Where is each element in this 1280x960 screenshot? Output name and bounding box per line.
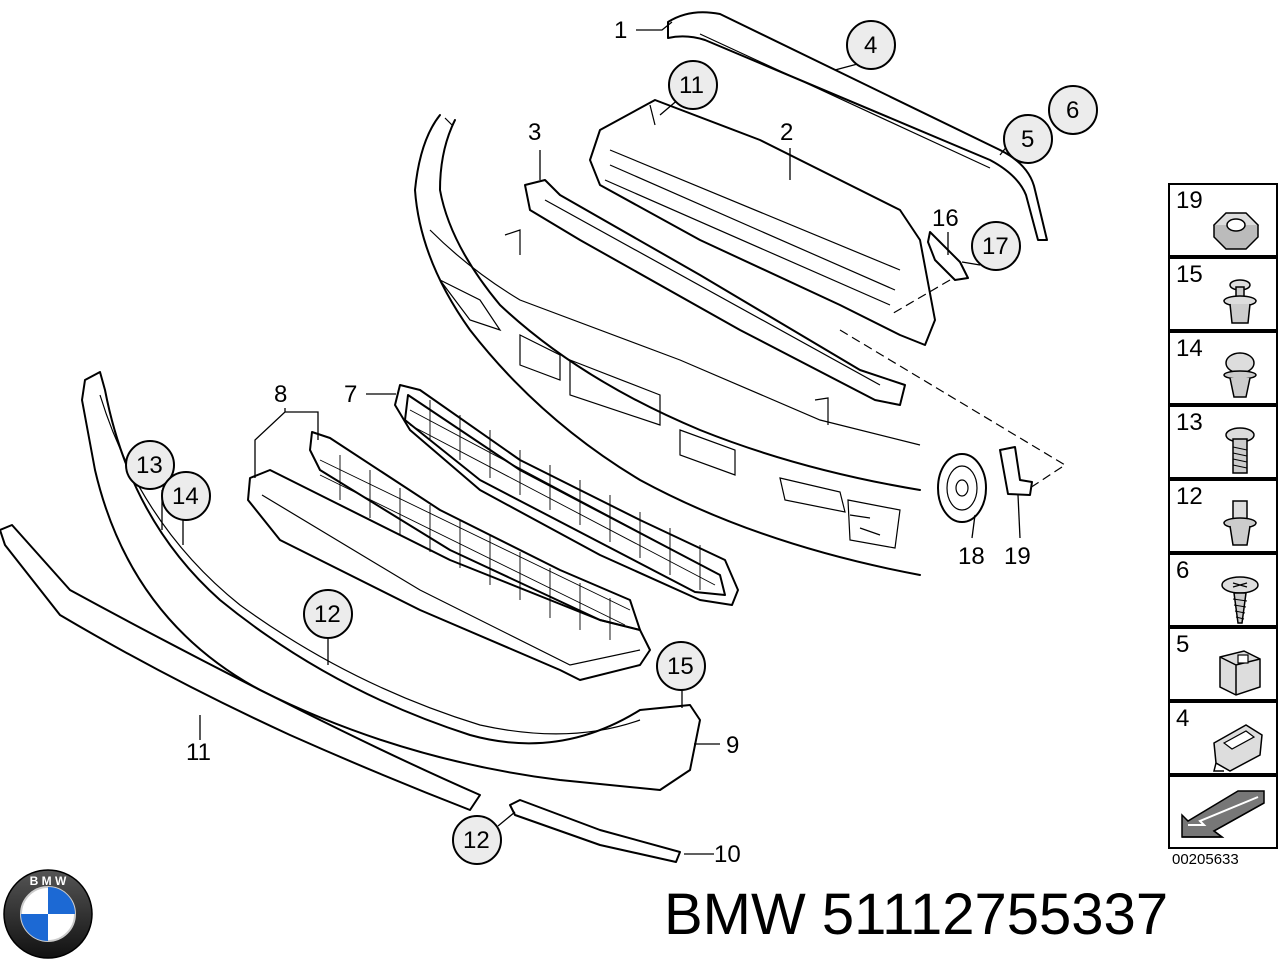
legend-item-arrow bbox=[1168, 775, 1278, 849]
callout-circle-6 bbox=[1048, 85, 1098, 135]
part-bracket-17 bbox=[999, 446, 1033, 496]
drawing-number: 00205633 bbox=[1172, 851, 1239, 868]
legend-number: 5 bbox=[1176, 631, 1190, 658]
part-badge-16 bbox=[937, 453, 987, 523]
expanding-rivet-icon bbox=[1223, 500, 1257, 546]
part-grille-upper bbox=[394, 384, 739, 606]
legend-item-5: 5 bbox=[1168, 627, 1278, 701]
legend-number: 14 bbox=[1176, 335, 1203, 362]
callout-5: 5 bbox=[1021, 126, 1034, 153]
callout-11-bottom: 11 bbox=[186, 739, 211, 766]
callout-7: 7 bbox=[344, 381, 357, 408]
callout-18: 16 bbox=[932, 205, 959, 232]
fastener-legend: 19 15 14 13 12 bbox=[1168, 183, 1278, 849]
legend-item-13: 13 bbox=[1168, 405, 1278, 479]
callout-circle-11-top bbox=[668, 60, 718, 110]
callout-16: 18 bbox=[958, 543, 985, 570]
push-clip-icon bbox=[1223, 352, 1257, 398]
callout-9: 9 bbox=[726, 732, 739, 759]
callout-circle-5 bbox=[1003, 114, 1053, 164]
part-number-caption: BMW 51112755337 bbox=[664, 882, 1169, 947]
part-lower-valance bbox=[0, 524, 481, 811]
callout-11-top: 11 bbox=[679, 72, 704, 99]
callout-17: 19 bbox=[1004, 543, 1031, 570]
part-grille-lower bbox=[247, 431, 651, 681]
callout-circle-12-mid bbox=[303, 589, 353, 639]
alignment-line bbox=[839, 329, 1067, 489]
legend-number: 15 bbox=[1176, 261, 1203, 288]
callout-circle-19 bbox=[971, 221, 1021, 271]
legend-number: 6 bbox=[1176, 557, 1190, 584]
callout-circle-4 bbox=[846, 20, 896, 70]
callout-1: 1 bbox=[614, 17, 627, 44]
spring-clip-icon bbox=[1213, 724, 1263, 772]
alignment-line-2 bbox=[889, 279, 951, 316]
bmw-logo: B M W bbox=[3, 869, 93, 959]
legend-item-15: 15 bbox=[1168, 257, 1278, 331]
callout-labels: 1 4 6 5 11 2 3 16 17 7 8 13 14 12 15 9 1… bbox=[125, 17, 1098, 868]
part-upper-trim-strip bbox=[667, 11, 1048, 241]
arrow-icon bbox=[1181, 790, 1265, 838]
part-reinforcement-bar bbox=[524, 179, 906, 406]
part-plate-18 bbox=[927, 231, 969, 281]
legend-number: 4 bbox=[1176, 705, 1190, 732]
expanding-rivet-icon bbox=[1223, 279, 1257, 324]
legend-item-12: 12 bbox=[1168, 479, 1278, 553]
callout-circle-12-bottom bbox=[452, 815, 502, 865]
callout-2: 2 bbox=[780, 119, 793, 146]
screw-icon bbox=[1225, 427, 1255, 474]
callout-circle-13 bbox=[125, 440, 175, 490]
callout-8: 8 bbox=[274, 381, 287, 408]
callout-4: 4 bbox=[864, 32, 877, 59]
clip-nut-icon bbox=[1219, 650, 1261, 696]
part-bumper-shell bbox=[414, 114, 921, 576]
part-lower-spoiler bbox=[81, 371, 701, 791]
legend-number: 12 bbox=[1176, 483, 1203, 510]
part-side-trim-strip bbox=[509, 799, 681, 863]
callout-14: 14 bbox=[172, 483, 199, 510]
callout-12-mid: 12 bbox=[314, 601, 341, 628]
legend-number: 13 bbox=[1176, 409, 1203, 436]
callout-15: 15 bbox=[667, 653, 694, 680]
callout-19: 17 bbox=[982, 233, 1009, 260]
callout-12-bottom: 12 bbox=[463, 827, 490, 854]
legend-number: 19 bbox=[1176, 187, 1203, 214]
self-tapping-screw-icon bbox=[1221, 576, 1259, 624]
part-upper-carrier bbox=[589, 99, 936, 346]
callout-circle-14 bbox=[161, 471, 211, 521]
callout-3: 3 bbox=[528, 119, 541, 146]
legend-item-4: 4 bbox=[1168, 701, 1278, 775]
callout-6: 6 bbox=[1066, 97, 1079, 124]
legend-item-6: 6 bbox=[1168, 553, 1278, 627]
legend-item-19: 19 bbox=[1168, 183, 1278, 257]
callout-circle-15 bbox=[656, 641, 706, 691]
callout-13: 13 bbox=[136, 452, 163, 479]
callout-10: 10 bbox=[714, 841, 741, 868]
legend-item-14: 14 bbox=[1168, 331, 1278, 405]
hex-nut-icon bbox=[1212, 212, 1260, 250]
svg-text:B M W: B M W bbox=[30, 874, 67, 888]
